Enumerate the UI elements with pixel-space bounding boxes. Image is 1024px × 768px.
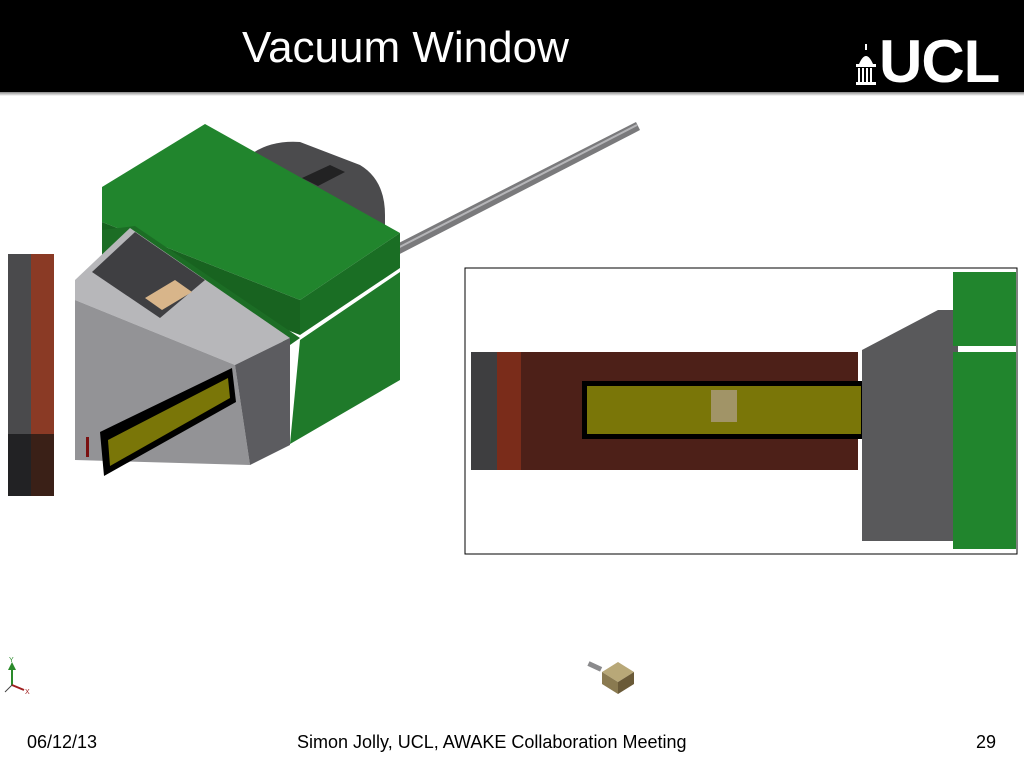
- slide-title: Vacuum Window: [242, 23, 569, 72]
- profile-bar-gray: [8, 254, 31, 434]
- footer-author: Simon Jolly, UCL, AWAKE Collaboration Me…: [297, 732, 687, 752]
- header-shadow: [0, 92, 1024, 96]
- portico-icon: [856, 44, 876, 85]
- cad-render: Y X: [4, 122, 1018, 696]
- profile-bar-copper: [31, 254, 54, 434]
- olive-window: [108, 378, 230, 466]
- view-cube-thumbnail: [587, 661, 634, 694]
- page-number: 29: [976, 732, 997, 752]
- logo-text: UCL: [879, 28, 1000, 95]
- vacuum-window-foil: [145, 280, 192, 310]
- axis-y-label: Y: [9, 657, 14, 664]
- gray-chamber-side: [235, 338, 290, 465]
- footer-date: 06/12/13: [27, 732, 98, 752]
- inset-green-block: [953, 352, 1016, 549]
- green-block-lower: [290, 272, 400, 444]
- inset-gray-chamber: [862, 310, 958, 541]
- green-block-side: [300, 233, 400, 335]
- slide-header: [0, 0, 1024, 92]
- axis-triad: Y X: [4, 657, 30, 696]
- ucl-logo: UCL: [855, 32, 1021, 94]
- green-block-top: [102, 124, 400, 300]
- axis-x-label: X: [25, 689, 30, 696]
